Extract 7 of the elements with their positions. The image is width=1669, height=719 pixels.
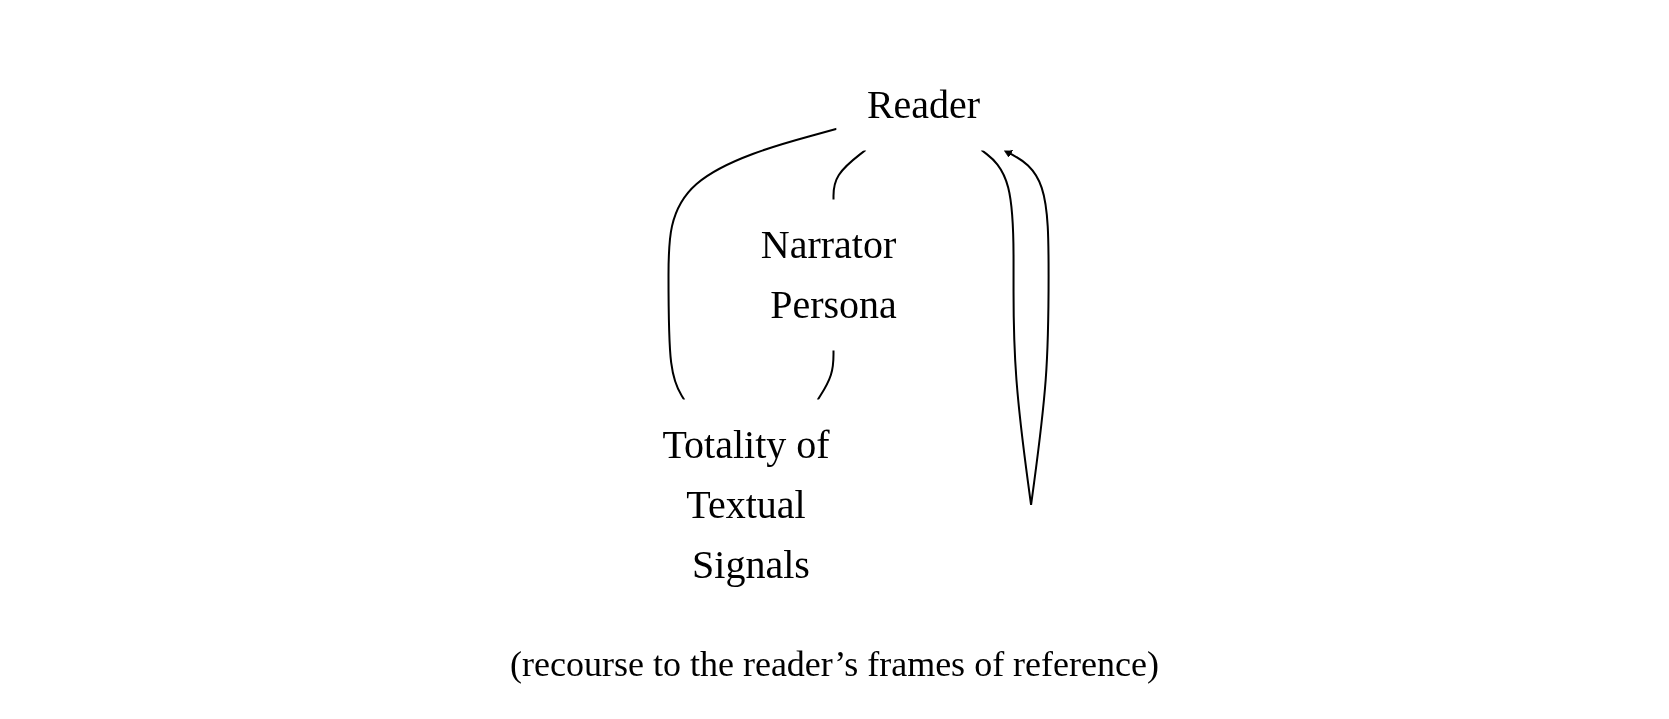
connector: [832, 148, 867, 201]
node-text: Narrator Persona: [760, 221, 897, 327]
connector: [816, 348, 835, 401]
connector: [667, 127, 838, 401]
node-text: Reader: [866, 81, 980, 127]
caption: (recourse to the reader’s frames of reference): [510, 642, 1159, 685]
node-text: Totality of Textual Signals: [662, 421, 830, 587]
